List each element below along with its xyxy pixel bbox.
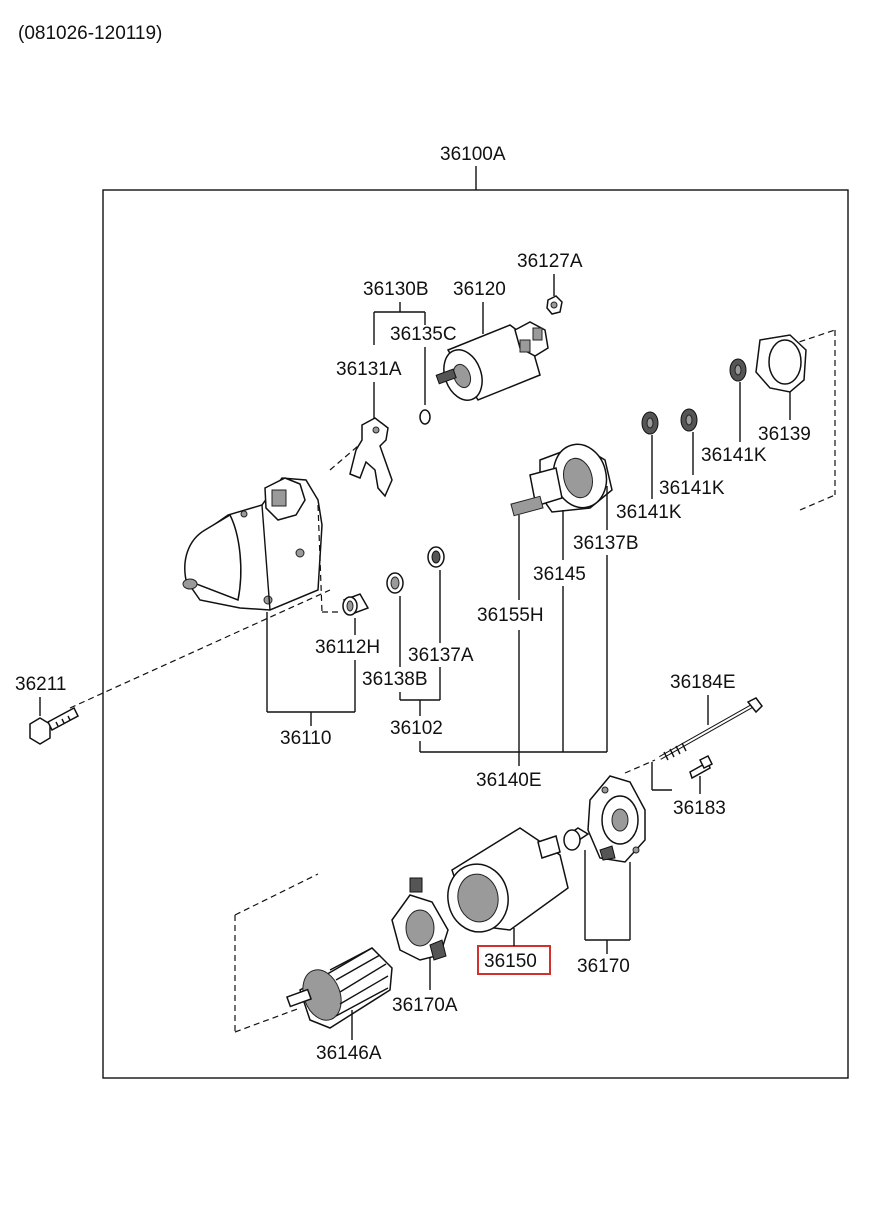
label-36102[interactable]: 36102 xyxy=(390,718,443,739)
label-36140E[interactable]: 36140E xyxy=(476,770,542,791)
gear-36141K-b[interactable] xyxy=(680,408,698,432)
label-36120[interactable]: 36120 xyxy=(453,279,506,300)
nut-36127A[interactable] xyxy=(546,295,563,315)
bushing-36170[interactable] xyxy=(563,827,590,851)
gear-36141K-c[interactable] xyxy=(729,358,747,382)
shift-lever-36131A[interactable] xyxy=(349,417,393,498)
label-36170A[interactable]: 36170A xyxy=(392,995,458,1016)
label-36170[interactable]: 36170 xyxy=(577,956,630,977)
label-36211[interactable]: 36211 xyxy=(15,674,66,695)
date-range-label: (081026-120119) xyxy=(18,23,162,44)
gear-36141K-a[interactable] xyxy=(641,411,659,435)
label-36112H[interactable]: 36112H xyxy=(315,637,380,658)
label-36138B[interactable]: 36138B xyxy=(362,669,428,690)
front-housing-36110[interactable] xyxy=(182,477,323,611)
label-36100A[interactable]: 36100A xyxy=(440,144,506,165)
label-36141K-b[interactable]: 36141K xyxy=(659,478,725,499)
screw-36183[interactable] xyxy=(689,754,714,780)
bolt-36211[interactable] xyxy=(29,706,79,745)
label-36183[interactable]: 36183 xyxy=(673,798,726,819)
armature-36146A[interactable] xyxy=(285,947,393,1029)
label-36135C[interactable]: 36135C xyxy=(390,324,457,345)
label-36137A[interactable]: 36137A xyxy=(408,645,474,666)
solenoid-36120[interactable] xyxy=(435,321,549,406)
label-36130B[interactable]: 36130B xyxy=(363,279,429,300)
label-36137B[interactable]: 36137B xyxy=(573,533,639,554)
through-bolt-36184E[interactable] xyxy=(659,697,763,761)
label-36139[interactable]: 36139 xyxy=(758,424,811,445)
label-36150[interactable]: 36150 xyxy=(484,951,537,972)
washer-36138B[interactable] xyxy=(386,572,404,594)
label-36141K-c[interactable]: 36141K xyxy=(616,502,682,523)
cover-36139[interactable] xyxy=(755,334,807,393)
yoke-36150[interactable] xyxy=(443,827,569,937)
label-36110[interactable]: 36110 xyxy=(280,728,331,749)
pin-36135C[interactable] xyxy=(419,409,431,425)
brush-holder-36170A[interactable] xyxy=(391,877,449,961)
label-36145[interactable]: 36145 xyxy=(533,564,586,585)
bushing-36112H[interactable] xyxy=(342,593,370,616)
clutch-36145[interactable] xyxy=(510,438,613,517)
label-36146A[interactable]: 36146A xyxy=(316,1043,382,1064)
end-frame-36170[interactable] xyxy=(587,775,646,863)
label-36155H[interactable]: 36155H xyxy=(477,605,544,626)
label-36127A[interactable]: 36127A xyxy=(517,251,583,272)
label-36141K-a[interactable]: 36141K xyxy=(701,445,767,466)
assembly-frame xyxy=(102,189,849,1079)
label-36184E[interactable]: 36184E xyxy=(670,672,736,693)
washer-36137A[interactable] xyxy=(427,546,445,568)
label-36131A[interactable]: 36131A xyxy=(336,359,402,380)
